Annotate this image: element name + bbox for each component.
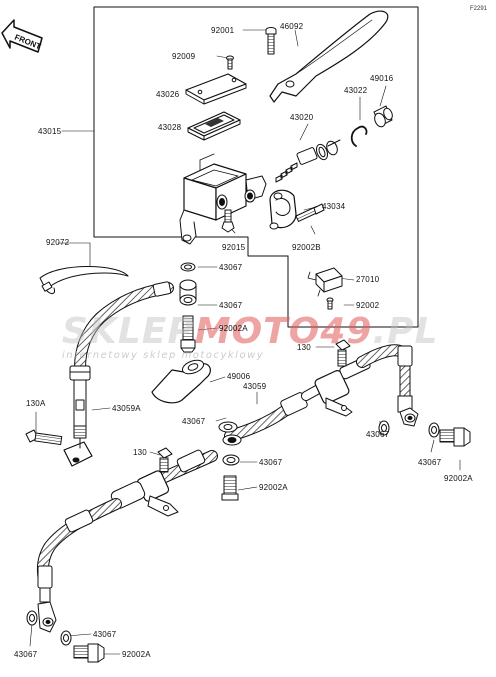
label-92072: 92072 — [46, 238, 70, 247]
master-cylinder-body — [179, 153, 267, 245]
bolt-92015 — [221, 209, 235, 233]
circlip-43022 — [350, 125, 368, 147]
label-43015: 43015 — [38, 127, 62, 136]
label-43067-f: 43067 — [259, 458, 283, 467]
label-92002A-bottom: 92002A — [122, 650, 151, 659]
label-43067-h: 43067 — [14, 650, 38, 659]
label-92002A-mid: 92002A — [259, 483, 288, 492]
label-92002B: 92002B — [292, 243, 321, 252]
clamp-43034 — [269, 189, 297, 230]
banjo-bolt-92002A-right — [439, 427, 471, 447]
brake-hose-lower — [36, 449, 218, 633]
reference-code: F2291 — [470, 6, 488, 12]
brake-hose-43059 — [224, 344, 419, 442]
watermark-logo: SKLEPMOTO49.PL — [62, 311, 439, 352]
washer-43067-right2 — [428, 422, 440, 438]
bolt-130-upper — [335, 339, 351, 367]
boot-49016 — [373, 105, 393, 128]
screw-92002 — [326, 297, 334, 310]
banjo-bolt-92002A-bottom — [73, 643, 105, 663]
piston-kit-43020 — [275, 139, 341, 183]
label-43067-g: 43067 — [93, 630, 117, 639]
label-43026: 43026 — [156, 90, 180, 99]
washer-43067-b — [179, 279, 197, 306]
label-43067-b: 43067 — [219, 301, 243, 310]
label-92009: 92009 — [172, 52, 196, 61]
label-43028: 43028 — [158, 123, 182, 132]
banjo-bolt-92002A-top — [180, 315, 196, 353]
label-43059: 43059 — [243, 382, 267, 391]
washer-43067-right1 — [378, 420, 390, 436]
tie-strap-92072 — [39, 266, 129, 295]
label-43067-e: 43067 — [418, 458, 442, 467]
label-43067-c: 43067 — [182, 417, 206, 426]
reservoir-cap-43026 — [185, 73, 247, 105]
banjo-joint-middle — [218, 421, 242, 501]
bolt-130-lower — [157, 447, 173, 473]
label-49006: 49006 — [227, 372, 251, 381]
lever-46092 — [269, 10, 389, 103]
label-46092: 46092 — [280, 22, 304, 31]
hose-cover-49006 — [151, 359, 211, 404]
brake-hose-43059A — [63, 281, 174, 467]
watermark-subtitle: internetowy sklep motocyklowy — [62, 350, 265, 361]
washer-43067-bottom2 — [60, 630, 72, 646]
label-130-upper: 130 — [297, 343, 311, 352]
washer-43067-a — [180, 262, 196, 272]
label-43059A: 43059A — [112, 404, 141, 413]
screw-92001 — [265, 27, 277, 55]
label-92001: 92001 — [211, 26, 235, 35]
assembly-box — [93, 6, 419, 328]
label-92015: 92015 — [222, 243, 246, 252]
label-92002A-right: 92002A — [444, 474, 473, 483]
label-130A: 130A — [26, 399, 46, 408]
bolt-92002B — [295, 203, 325, 222]
bolt-130A — [25, 429, 63, 446]
label-49016: 49016 — [370, 74, 394, 83]
screw-92009 — [226, 55, 234, 70]
label-27010: 27010 — [356, 275, 380, 284]
label-92002A-top: 92002A — [219, 324, 248, 333]
diaphragm-43028 — [187, 111, 241, 141]
washer-43067-bottom1 — [26, 610, 38, 626]
label-92002: 92002 — [356, 301, 380, 310]
label-130-lower: 130 — [133, 448, 147, 457]
front-arrow: FRONT — [1, 19, 43, 53]
label-43022: 43022 — [344, 86, 368, 95]
label-43034: 43034 — [322, 202, 346, 211]
label-43067-a: 43067 — [219, 263, 243, 272]
label-43067-d: 43067 — [366, 430, 390, 439]
switch-27010 — [307, 267, 343, 297]
label-43020: 43020 — [290, 113, 314, 122]
